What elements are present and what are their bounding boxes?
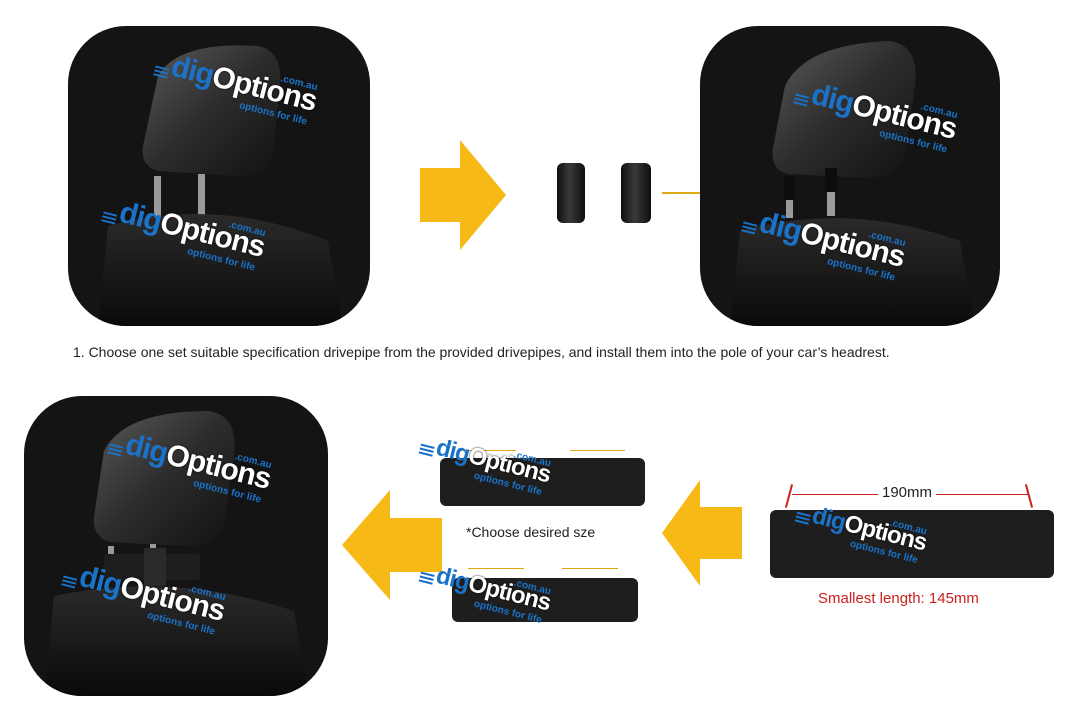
arrow-right-icon <box>420 140 506 250</box>
bracket-full <box>770 510 1054 578</box>
choose-size-label: *Choose desired sze <box>466 524 596 540</box>
arrow-left-icon <box>342 490 442 600</box>
guide-line <box>562 568 618 569</box>
bracket-retracted <box>452 578 638 622</box>
smallest-length-label: Smallest length: 145mm <box>818 590 979 607</box>
guide-line <box>468 568 524 569</box>
guide-line <box>460 450 516 451</box>
dimension-tick-left <box>784 484 794 508</box>
arrow-left-icon <box>662 480 742 586</box>
bracket-extended <box>440 458 645 506</box>
drivepipe-left <box>557 163 585 223</box>
headrest-illustration <box>730 41 975 326</box>
width-dimension-label: 190mm <box>878 484 937 501</box>
drivepipe-right <box>621 163 651 223</box>
dimension-tick-right <box>1024 484 1034 508</box>
guide-line <box>570 450 625 451</box>
headrest-illustration <box>98 45 343 326</box>
step1-caption: 1. Choose one set suitable specification… <box>73 344 890 360</box>
headrest-illustration <box>44 411 309 696</box>
